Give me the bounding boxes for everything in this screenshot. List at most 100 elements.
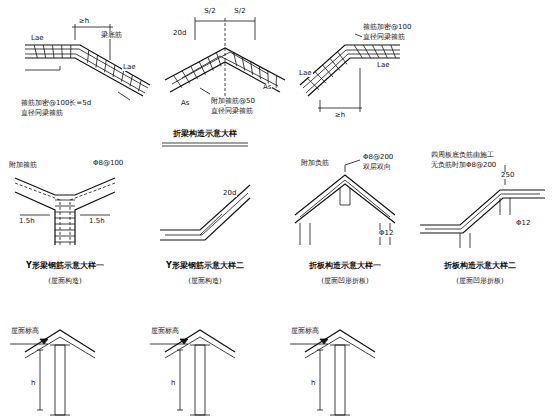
line-work <box>320 339 328 344</box>
annotation-label: ≥h <box>334 112 346 119</box>
line-work <box>70 45 71 58</box>
line-work <box>55 345 65 415</box>
annotation-label: 20d <box>172 30 187 37</box>
line-work <box>160 185 250 230</box>
detail-caption: Y形梁钢筋示意大样二 <box>165 262 245 270</box>
line-work <box>363 45 370 58</box>
line-work <box>330 58 340 70</box>
line-work <box>50 345 70 415</box>
line-work <box>335 345 345 415</box>
line-work <box>55 206 75 207</box>
line-work <box>318 68 362 112</box>
annotation-label: 250 <box>500 172 515 179</box>
annotation-label: As <box>180 100 190 107</box>
line-work <box>345 160 360 172</box>
line-work <box>55 212 75 213</box>
detail-caption: 折板构造示意大样一 <box>308 262 382 270</box>
line-work <box>200 214 222 235</box>
annotation-label: 附加箍筋 <box>8 162 38 169</box>
annotation-label: Lae <box>298 70 313 77</box>
line-work <box>340 188 350 205</box>
annotation-label: Φ12 <box>378 230 394 237</box>
line-work <box>139 80 142 91</box>
line-work <box>25 54 145 93</box>
annotation-label: Lae <box>30 35 45 42</box>
annotation-label: Φ8@100 <box>92 160 124 167</box>
line-work <box>180 339 188 344</box>
annotation-label: 附加箍筋@50 <box>210 98 256 105</box>
annotation-label: 无负筋时加Φ8@200 <box>430 162 497 169</box>
line-work <box>300 180 390 217</box>
line-work <box>382 45 388 58</box>
annotation-label: h <box>30 380 36 387</box>
line-work <box>165 193 248 235</box>
annotation-label: 四周板底负筋由施工 <box>430 152 495 159</box>
annotation-label: (屋面凹形折板) <box>455 278 504 285</box>
line-work <box>182 56 278 86</box>
line-work <box>25 58 143 96</box>
detail-caption: Y形梁钢筋示意大样一 <box>25 262 105 270</box>
annotation-label: 双层双向 <box>362 164 392 171</box>
line-work <box>10 330 95 415</box>
line-work <box>373 45 380 58</box>
line-work <box>34 45 396 242</box>
line-work <box>295 184 395 223</box>
line-work <box>242 57 245 70</box>
annotation-label: Φ12 <box>515 220 531 227</box>
annotation-label: ≥h <box>78 18 90 25</box>
line-work <box>425 194 540 229</box>
line-work <box>315 72 326 84</box>
line-work <box>338 52 348 65</box>
line-work <box>208 57 213 70</box>
line-work <box>190 345 210 415</box>
annotation-label: (屋面构造) <box>187 278 222 285</box>
annotation-label: 屋面标高 <box>290 328 320 335</box>
line-work <box>308 78 320 89</box>
line-work <box>55 224 75 225</box>
annotation-label: S/2 <box>203 8 216 15</box>
line-work <box>234 53 237 67</box>
line-work <box>391 45 396 58</box>
line-work <box>55 218 75 219</box>
line-work <box>276 75 277 87</box>
annotation-label: 直径同梁箍筋 <box>20 110 64 117</box>
line-work <box>306 54 400 93</box>
line-work <box>174 75 182 87</box>
line-work <box>88 50 89 63</box>
annotation-label: As <box>262 84 272 91</box>
line-work <box>259 66 260 79</box>
line-work <box>40 339 48 344</box>
annotation-label: 箍筋加密@100长=5d <box>20 100 92 107</box>
line-work <box>20 215 110 216</box>
line-work <box>165 337 235 358</box>
line-work <box>55 230 75 231</box>
annotation-label: Lae <box>122 64 137 71</box>
line-work <box>199 62 205 75</box>
annotation-label: (屋面构造) <box>47 278 82 285</box>
line-work <box>53 45 55 58</box>
line-work <box>323 65 334 77</box>
line-work <box>75 192 115 245</box>
annotation-label: 箍筋加密@100 <box>362 24 412 31</box>
line-work <box>122 70 124 82</box>
line-work <box>25 337 95 358</box>
line-work <box>170 62 280 92</box>
line-work <box>172 52 268 84</box>
line-work <box>96 55 98 68</box>
line-work <box>191 66 198 79</box>
line-work <box>113 65 115 77</box>
line-work <box>177 350 183 410</box>
annotation-label: S/2 <box>233 8 246 15</box>
line-work <box>330 345 350 415</box>
line-work <box>162 143 248 144</box>
line-work <box>15 183 115 245</box>
line-work <box>420 198 545 233</box>
line-work <box>160 198 250 240</box>
annotation-label: Φ8@200 <box>362 154 394 161</box>
annotation-label: 20d <box>222 190 237 197</box>
line-work <box>182 71 190 84</box>
line-work <box>15 192 55 245</box>
annotation-label: 屋面标高 <box>150 328 180 335</box>
line-work <box>300 223 390 245</box>
line-work <box>216 53 221 67</box>
